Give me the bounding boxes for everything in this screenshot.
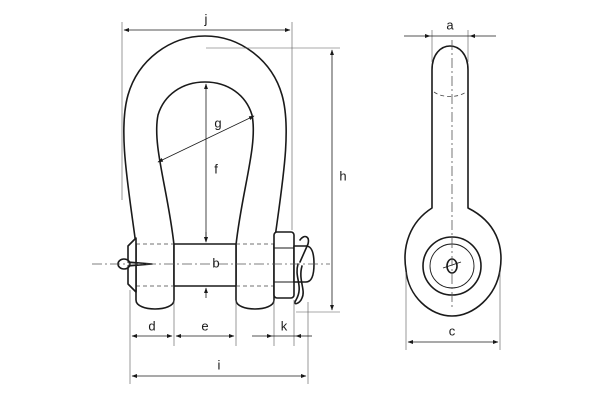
label-g: g: [214, 115, 221, 130]
label-f: f: [214, 161, 218, 176]
hex-nut: [273, 231, 295, 299]
label-e: e: [201, 318, 208, 333]
label-h: h: [339, 168, 346, 183]
shackle-side-view: [404, 40, 502, 317]
shackle-bow-outer: [123, 35, 287, 310]
label-a: a: [446, 17, 454, 32]
side-view-hidden-top: [433, 91, 467, 97]
bolt-shaft: [173, 243, 237, 287]
label-b: b: [212, 255, 219, 270]
dimensions: j a h f g b d e: [121, 11, 501, 384]
label-d: d: [148, 318, 155, 333]
label-i: i: [218, 357, 221, 372]
shackle-front-view: [92, 35, 330, 310]
cotter-pin: [294, 235, 310, 305]
dim-line-g: [157, 115, 255, 163]
label-j: j: [204, 11, 208, 26]
label-c: c: [449, 323, 456, 338]
label-k: k: [281, 318, 288, 333]
